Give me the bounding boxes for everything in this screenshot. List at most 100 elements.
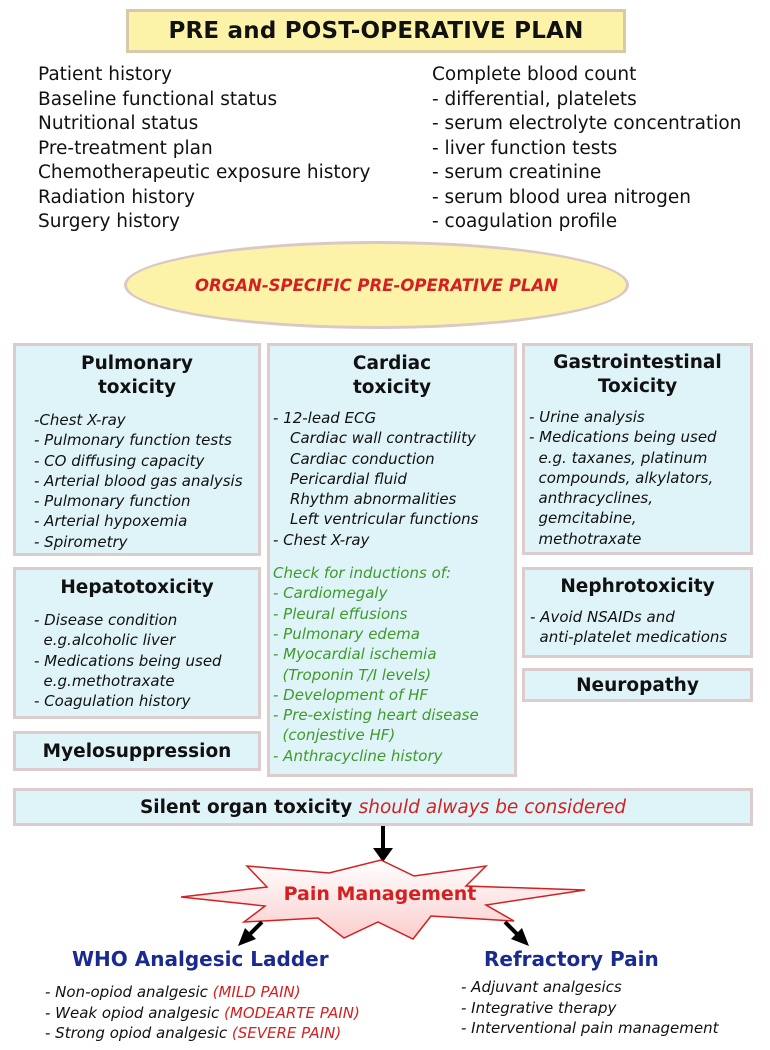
list-item: - Cardiomegaly	[273, 584, 388, 603]
silent-bold: Silent organ toxicity	[139, 796, 353, 818]
list-item: Pre-treatment plan	[38, 137, 213, 159]
list-item: - Avoid NSAIDs and	[530, 608, 675, 626]
list-item: - Weak opiod analgesic (MODEARTE PAIN)	[45, 1003, 360, 1024]
pain-level-note: (MODEARTE PAIN)	[224, 1003, 360, 1022]
check-title: Check for inductions of:	[273, 564, 452, 583]
cardiac-toxicity-box: Cardiac toxicity - 12-lead ECG Cardiac w…	[267, 343, 517, 777]
refractory-pain-title: Refractory Pain	[484, 947, 659, 971]
list-item: - Medications being used	[529, 428, 717, 447]
arrow-to-refractory-icon	[503, 920, 529, 946]
silent-toxicity-box: Silent organ toxicity should always be c…	[13, 788, 753, 826]
list-item: - serum creatinine	[432, 162, 602, 183]
list-item: - Integrative therapy	[461, 998, 617, 1017]
list-item: - Non-opiod analgesic (MILD PAIN)	[45, 982, 360, 1003]
list-item: - Chest X-ray	[273, 530, 370, 549]
title-line: Pulmonary	[81, 353, 193, 374]
list-item: - 12-lead ECG	[273, 409, 377, 427]
nephro-title: Nephrotoxicity	[560, 576, 715, 597]
gastrointestinal-toxicity-box: Gastrointestinal Toxicity - Urine analys…	[522, 343, 753, 555]
list-item: Left ventricular functions	[290, 510, 479, 529]
list-item: - Spirometry	[34, 532, 128, 551]
title-line: Cardiac	[352, 353, 432, 374]
list-item: Complete blood count	[432, 64, 637, 85]
list-item: (conjestive HF)	[273, 726, 396, 745]
list-item: Patient history	[38, 64, 172, 85]
list-item: gemcitabine,	[529, 509, 637, 528]
list-item: (Troponin T/I levels)	[273, 665, 432, 684]
silent-toxicity-text: Silent organ toxicity should always be c…	[140, 797, 626, 818]
myelosuppression-label: Myelosuppression	[42, 740, 232, 762]
organ-plan-ellipse: ORGAN-SPECIFIC PRE-OPERATIVE PLAN	[124, 241, 629, 329]
list-item: - liver function tests	[432, 137, 618, 159]
hepato-title: Hepatotoxicity	[60, 577, 214, 598]
gi-items: - Urine analysis - Medications being use…	[529, 407, 750, 549]
pulmonary-title: Pulmonary toxicity	[16, 352, 258, 400]
silent-italic: should always be considered	[358, 796, 627, 818]
list-item: e.g.methotraxate	[34, 671, 175, 690]
who-ladder-list: - Non-opiod analgesic (MILD PAIN) - Weak…	[45, 982, 360, 1044]
list-item: Surgery history	[38, 211, 180, 232]
refractory-pain-list: - Adjuvant analgesics - Integrative ther…	[461, 977, 719, 1039]
list-item: methotraxate	[529, 529, 642, 548]
cardiac-check-items: Check for inductions of: - Cardiomegaly …	[273, 563, 514, 766]
list-item: Nutritional status	[38, 113, 199, 134]
page-title: PRE and POST-OPERATIVE PLAN	[126, 9, 626, 53]
nephro-items: - Avoid NSAIDs and anti-platelet medicat…	[530, 607, 750, 648]
hepato-items: - Disease condition e.g.alcoholic liver …	[34, 610, 258, 711]
pulmonary-toxicity-box: Pulmonary toxicity -Chest X-ray - Pulmon…	[13, 343, 261, 556]
lab-tests-list: Complete blood count - differential, pla…	[432, 63, 741, 235]
list-item: - serum blood urea nitrogen	[432, 186, 691, 208]
list-item: - coagulation profile	[432, 211, 618, 232]
list-item: e.g. taxanes, platinum	[529, 448, 708, 467]
general-history-list: Patient history Baseline functional stat…	[38, 63, 371, 235]
list-item: - Urine analysis	[529, 408, 645, 426]
list-item: e.g.alcoholic liver	[34, 631, 176, 650]
list-item: - Disease condition	[34, 611, 178, 629]
who-ladder-title: WHO Analgesic Ladder	[72, 947, 329, 971]
list-item: - Development of HF	[273, 685, 429, 704]
list-item: - Interventional pain management	[461, 1019, 719, 1037]
myelosuppression-box: Myelosuppression	[13, 731, 261, 771]
title-line: toxicity	[352, 377, 432, 398]
gi-title: Gastrointestinal Toxicity	[525, 351, 750, 399]
list-item: Baseline functional status	[38, 88, 278, 110]
list-item: - Arterial hypoxemia	[34, 512, 188, 531]
list-item: - Myocardial ischemia	[273, 645, 437, 664]
organ-plan-title: ORGAN-SPECIFIC PRE-OPERATIVE PLAN	[194, 275, 559, 295]
pain-level-note: (SEVERE PAIN)	[231, 1024, 342, 1042]
pain-level-note: (MILD PAIN)	[212, 983, 301, 1001]
list-item: - Pulmonary function tests	[34, 431, 232, 450]
item-text: - Weak opiod analgesic	[45, 1003, 225, 1022]
list-item: compounds, alkylators,	[529, 468, 714, 487]
nephrotoxicity-box: Nephrotoxicity - Avoid NSAIDs and anti-p…	[522, 567, 753, 658]
list-item: - Pleural effusions	[273, 604, 408, 623]
cardiac-title: Cardiac toxicity	[270, 352, 514, 400]
list-item: Cardiac wall contractility	[290, 429, 476, 448]
list-item: - Arterial blood gas analysis	[34, 471, 243, 490]
list-item: Rhythm abnormalities	[290, 490, 457, 509]
list-item: Pericardial fluid	[290, 469, 407, 488]
list-item: Chemotherapeutic exposure history	[38, 162, 371, 183]
hepatotoxicity-box: Hepatotoxicity - Disease condition e.g.a…	[13, 567, 261, 719]
list-item: - Adjuvant analgesics	[461, 978, 622, 996]
list-item: - serum electrolyte concentration	[432, 113, 742, 134]
pulmonary-items: -Chest X-ray - Pulmonary function tests …	[34, 410, 258, 552]
list-item: - Pre-existing heart disease	[273, 706, 479, 725]
list-item: - Medications being used	[34, 651, 222, 670]
list-item: anthracyclines,	[529, 489, 654, 508]
title-line: Toxicity	[597, 376, 678, 397]
list-item: - Anthracycline history	[273, 746, 443, 765]
neuropathy-label: Neuropathy	[576, 674, 699, 696]
title-line: Gastrointestinal	[553, 352, 722, 373]
list-item: -Chest X-ray	[34, 411, 126, 429]
list-item: - Pulmonary function	[34, 492, 191, 511]
list-item: - differential, platelets	[432, 88, 637, 110]
neuropathy-box: Neuropathy	[522, 668, 753, 702]
list-item: - Strong opiod analgesic (SEVERE PAIN)	[45, 1023, 360, 1044]
list-item: anti-platelet medications	[530, 628, 728, 647]
item-text: - Strong opiod analgesic	[45, 1024, 232, 1042]
arrow-to-who-icon	[238, 920, 264, 946]
item-text: - Non-opiod analgesic	[45, 983, 213, 1001]
list-item: - CO diffusing capacity	[34, 451, 205, 470]
